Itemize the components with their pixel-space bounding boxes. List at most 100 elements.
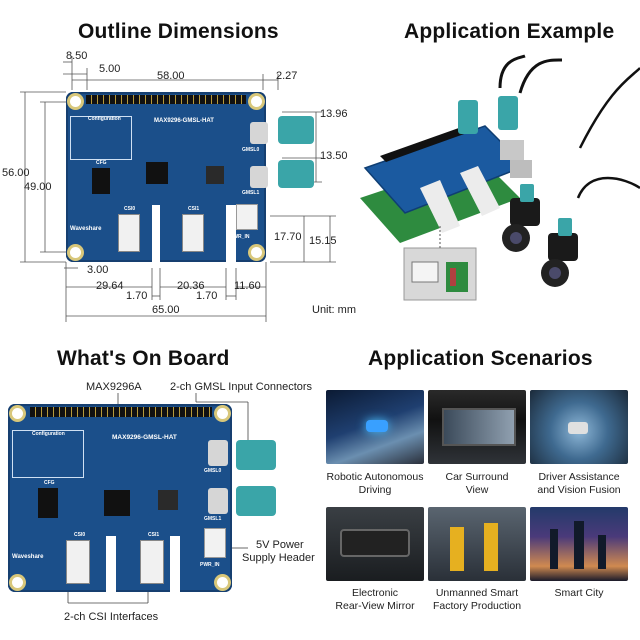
connector-gmsl0-base [208,440,228,466]
scenario-image-smart-city [530,507,628,581]
csi0-connector [118,214,140,252]
inductor [206,166,224,184]
callout-csi-interfaces: 2-ch CSI Interfaces [64,611,159,623]
max9296-chip [104,490,130,516]
scenario-image-robotic-driving [326,390,424,464]
dim-11-60: 11.60 [234,280,261,292]
scenario-caption-smart-city: Smart City [524,587,634,600]
cfg-switch [92,168,110,194]
mount-hole [12,408,23,419]
pcb-onboard-board: Configuration MAX9296-GMSL-HAT CFG GMSL0… [8,404,232,592]
dim-5-00: 5.00 [99,63,121,75]
gmsl1-fakra-connector [278,160,314,188]
connector-gmsl0-base [250,122,268,144]
dim-1-70-left: 1.70 [126,290,148,302]
heading-whats-on-board: What's On Board [57,347,230,370]
caption-line: Car Surround [445,471,509,483]
scenario-caption-smart-factory: Unmanned Smart Factory Production [422,587,532,613]
caption-line: Driving [358,484,392,496]
callout-power-line1: 5V Power [256,539,304,551]
brand-label: Waveshare [70,226,102,232]
connector-gmsl1-base [250,166,268,188]
csi0-label: CSI0 [124,206,136,212]
scenario-image-rear-view-mirror [326,507,424,581]
csi1-connector [140,540,164,584]
caption-line: Driver Assistance [538,471,620,483]
mount-hole [251,247,262,258]
config-title: Configuration [88,116,121,122]
heading-application-scenarios: Application Scenarios [368,347,593,370]
unit-label: Unit: mm [312,304,356,316]
scenario-caption-car-surround: Car Surround View [422,471,532,497]
caption-line: View [465,484,489,496]
caption-line: Smart City [554,587,604,599]
connector-gmsl1-base [208,488,228,514]
mount-hole [70,247,81,258]
mount-hole [251,96,262,107]
gmsl1-label: GMSL1 [204,516,222,522]
callout-gmsl-input-connectors: 2-ch GMSL Input Connectors [170,381,313,393]
mount-hole [217,408,228,419]
board-cutout [226,205,236,263]
config-title: Configuration [32,431,65,437]
power-header [236,204,258,230]
power-header [204,528,226,558]
csi0-connector [66,540,90,584]
csi1-label: CSI1 [148,532,160,538]
dim-20-36: 20.36 [177,280,205,292]
caption-line: Electronic [351,587,399,599]
gmsl0-fakra-connector [236,440,276,470]
max9296-chip [146,162,168,184]
brand-label: Waveshare [12,554,44,560]
dim-2-27: 2.27 [276,70,298,82]
mount-hole [70,96,81,107]
dim-29-64: 29.64 [96,280,124,292]
dim-13-96: 13.96 [320,108,348,120]
caption-line: Rear-View Mirror [335,600,415,612]
cfg-label: CFG [44,480,55,486]
gpio-header [86,95,246,104]
board-cutout [152,205,160,263]
dim-17-70: 17.70 [274,231,302,243]
mount-hole [12,577,23,588]
config-table [70,116,132,160]
application-example-illustration [360,54,640,301]
dim-15-15: 15.15 [309,235,337,247]
csi1-label: CSI1 [188,206,200,212]
scenario-image-car-surround [428,390,526,464]
dim-49-00: 49.00 [24,181,52,193]
gmsl0-fakra-connector [278,116,314,144]
cfg-switch [38,488,58,518]
board-cutout [170,536,180,592]
dim-13-50: 13.50 [320,150,348,162]
gpio-header [30,407,212,417]
gmsl1-label: GMSL1 [242,190,260,196]
cfg-label: CFG [96,160,107,166]
gmsl1-fakra-connector [236,486,276,516]
board-name: MAX9296-GMSL-HAT [154,118,214,124]
config-table [12,430,84,478]
gmsl0-label: GMSL0 [204,468,222,474]
dim-1-70-right: 1.70 [196,290,218,302]
scenario-caption-robotic-driving: Robotic Autonomous Driving [320,471,430,497]
heading-outline-dimensions: Outline Dimensions [78,20,279,43]
inductor [158,490,178,510]
board-cutout [106,536,116,592]
scenario-image-driver-assistance [530,390,628,464]
heading-application-example: Application Example [404,20,615,43]
pcb-outline-board: Configuration MAX9296-GMSL-HAT CFG GMSL0… [66,92,268,262]
dim-65-00: 65.00 [152,304,180,316]
gmsl0-label: GMSL0 [242,147,260,153]
scenario-caption-rear-view-mirror: Electronic Rear-View Mirror [320,587,430,613]
callout-max9296a: MAX9296A [86,381,142,393]
mount-hole [217,577,228,588]
caption-line: and Vision Fusion [537,484,621,496]
scenario-caption-driver-assistance: Driver Assistance and Vision Fusion [524,471,634,497]
pwr-in-label: PWR_IN [200,562,220,568]
pwr-in-label: PWR_IN [230,234,250,240]
dim-56-00: 56.00 [2,167,30,179]
callout-power-line2: Supply Header [242,552,315,564]
dim-8-50: 8.50 [66,50,88,62]
caption-line: Factory Production [432,600,522,612]
